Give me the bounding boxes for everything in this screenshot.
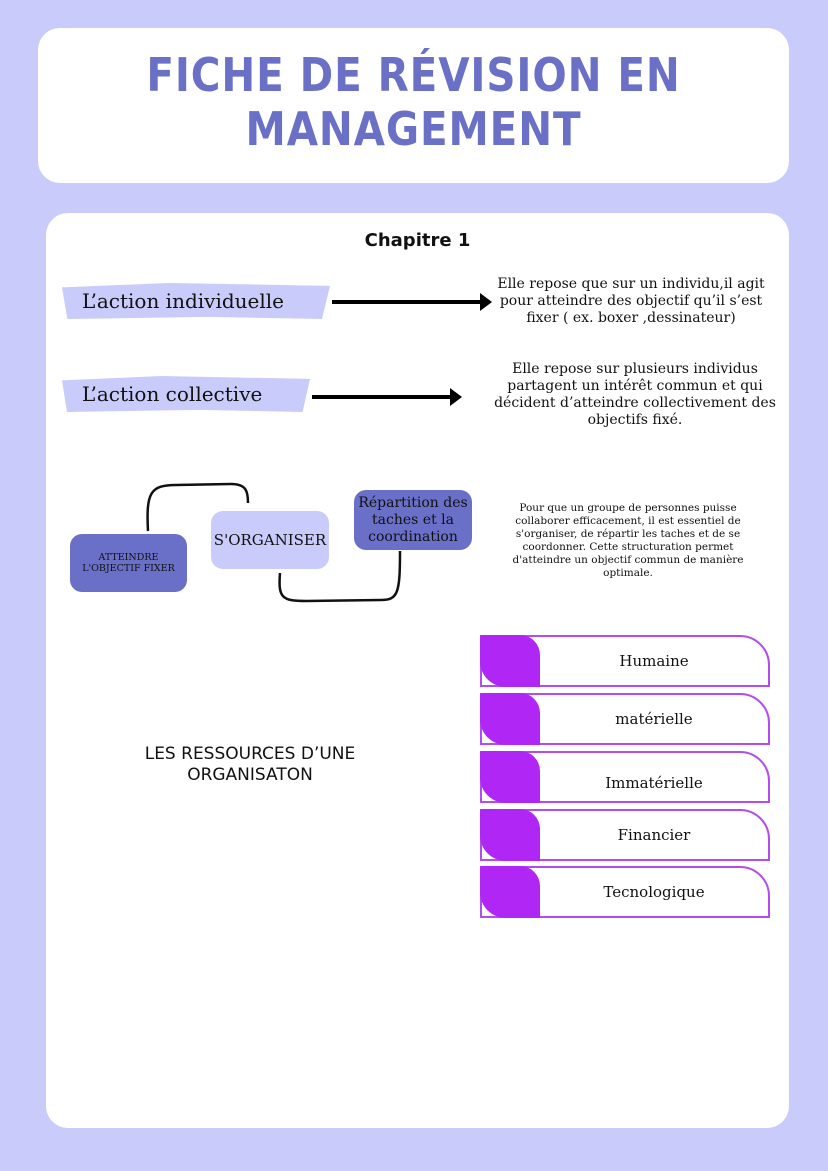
action-collective-description: Elle repose sur plusieurs individus part…: [494, 361, 776, 428]
diagram-connectors: [146, 482, 402, 603]
tab-marker: [480, 809, 540, 861]
diagram-organize-box: S'ORGANISER: [211, 511, 329, 569]
chapter-title: Chapitre 1: [364, 230, 471, 251]
action-individual-description: Elle repose que sur un individu,il agit …: [497, 276, 765, 326]
diagram-goal-box: ATTEINDRE L'OBJECTIF FIXER: [70, 534, 187, 592]
diagram-description: Pour que un groupe de personnes puisse c…: [512, 502, 744, 579]
content-panel: Chapitre 1 L’action individuelle Elle re…: [46, 213, 789, 1128]
header-panel: FICHE DE RÉVISION EN MANAGEMENT: [38, 28, 789, 183]
resource-item: Tecnologique: [480, 866, 770, 918]
tab-marker: [480, 751, 540, 803]
resource-item: matérielle: [480, 693, 770, 745]
tab-marker: [480, 635, 540, 687]
page-title: FICHE DE RÉVISION EN MANAGEMENT: [146, 48, 681, 156]
action-collective-label: L’action collective: [62, 376, 310, 412]
resource-item: Financier: [480, 809, 770, 861]
diagram-distribution-box: Répartition des taches et la coordinatio…: [354, 490, 472, 550]
resources-title: LES RESSOURCES D’UNE ORGANISATON: [144, 744, 356, 785]
resource-item: Humaine: [480, 635, 770, 687]
tab-marker: [480, 866, 540, 918]
arrow-icon: [332, 293, 492, 311]
tab-marker: [480, 693, 540, 745]
action-individual-label: L’action individuelle: [62, 283, 330, 319]
arrow-icon: [312, 388, 462, 406]
resource-item: Immatérielle: [480, 751, 770, 803]
